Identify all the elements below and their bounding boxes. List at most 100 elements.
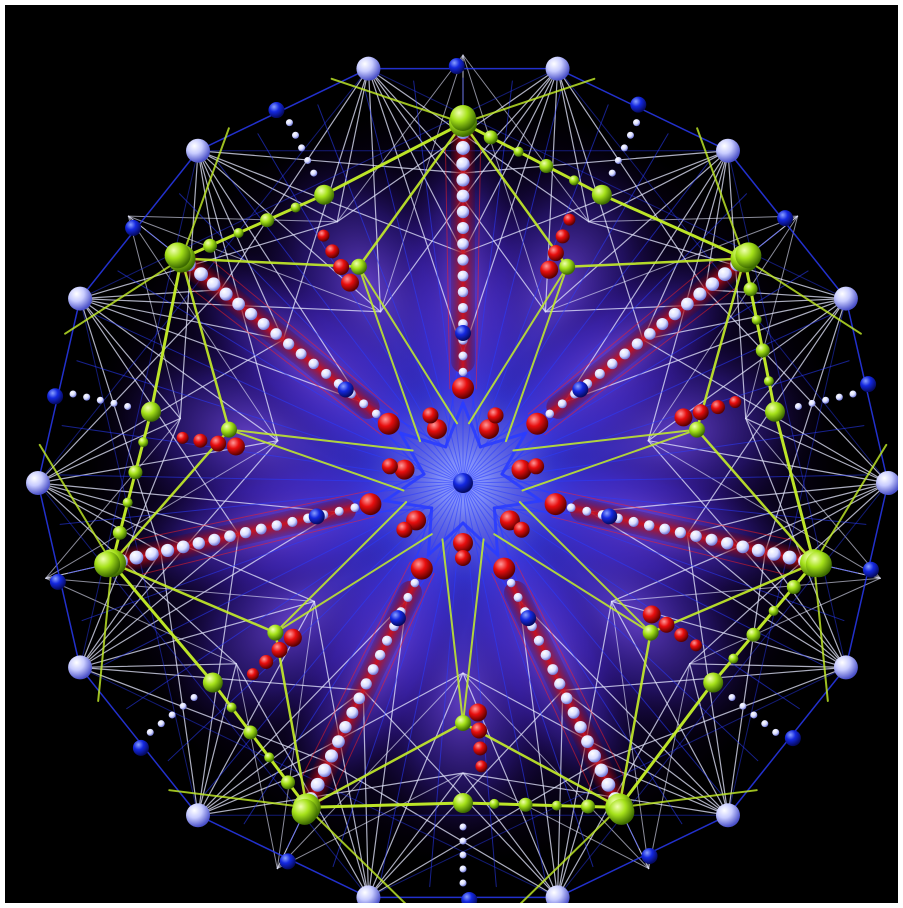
blue-chord-13: [367, 68, 847, 300]
arm-bead-2-223: [674, 526, 687, 539]
blue-spoke-3--2: [462, 482, 723, 796]
arm-bead-3-127: [513, 592, 523, 602]
white-fan-top-6-4: [127, 215, 279, 442]
red-inner-1-1: [528, 458, 545, 475]
lime-bead-2-2: [768, 605, 779, 616]
white-fan-lines-layer: [37, 54, 889, 898]
dark-blue-sphere-3: [862, 561, 879, 578]
white-fan-9-0: [79, 551, 162, 669]
lime-spoke-b-3: [441, 538, 464, 724]
lime-sphere-mid-0: [591, 184, 612, 205]
outer-sphere-11: [68, 286, 93, 311]
rim-bead-5-1: [83, 393, 91, 401]
outer-sphere-8: [186, 803, 211, 828]
red-inner-3-1: [455, 550, 471, 566]
blue-spoke-5--1: [81, 482, 464, 622]
white-fan-4-4: [596, 666, 847, 763]
outer-sphere-2: [833, 286, 858, 311]
white-fan-11-1: [79, 297, 181, 420]
white-fan-top-4-5: [276, 600, 315, 870]
lime-rimlink-a-3: [618, 789, 758, 809]
arm-bead-6-287: [232, 297, 245, 311]
white-fan-4-7: [589, 511, 847, 669]
white-fan-2-0: [704, 289, 847, 300]
outer-sphere-0: [545, 56, 570, 81]
white-fan-top-2-4: [647, 440, 881, 579]
white-fan-top-5-3: [45, 577, 237, 665]
dark-blue-sphere-10: [47, 388, 64, 405]
white-fan-top-4-4: [276, 672, 464, 870]
arm-bead-5-335: [129, 550, 144, 565]
rim-bead-2-1: [761, 720, 769, 728]
arm-bead-3-319: [594, 763, 609, 778]
arm-bead-6-191: [308, 358, 319, 370]
arm-bead-3-303: [587, 749, 602, 763]
lime-inner-b-4: [305, 721, 465, 809]
star-edge-b-4: [383, 499, 434, 510]
lime-bead-4-2: [264, 752, 275, 763]
red-petal-0-3: [563, 213, 576, 226]
arm-bead-2-175: [628, 516, 639, 527]
white-fan-top-0-5: [380, 54, 464, 313]
blue-spoke-2--2: [462, 474, 869, 484]
outer-sphere-5: [715, 803, 740, 828]
white-fan-11-7: [79, 297, 362, 403]
arm-bead-0-303: [456, 173, 470, 187]
white-fan-9-3: [79, 600, 316, 669]
blue-spoke-1-1: [462, 270, 809, 484]
white-fan-top-5-5: [45, 577, 315, 602]
lime-outer-b-3: [305, 801, 465, 809]
red-thread-l-5: [140, 516, 375, 576]
outer-sphere-7: [356, 885, 381, 903]
red-inner-6-0: [426, 418, 447, 439]
lime-sphere-inner-4: [267, 624, 284, 641]
star-edge-a-1: [500, 431, 528, 476]
white-fan-10-7: [37, 482, 337, 513]
heptagonal-star-network-artwork: [26, 54, 898, 903]
white-fan-13-3: [367, 68, 382, 313]
red-inner-0-1: [487, 407, 504, 424]
lime-rimlink-b-5: [38, 443, 114, 565]
lime-outer-b-6: [322, 121, 465, 197]
rim-bead-6-3: [304, 156, 312, 164]
blue-spoke-2--1: [462, 482, 867, 525]
lime-spoke-a-0: [467, 265, 569, 425]
arm-bead-6-127: [359, 399, 369, 409]
rim-bead-4-3: [179, 702, 187, 710]
lime-sphere-mid-5: [141, 401, 162, 422]
outer-sphere-1: [715, 138, 740, 163]
arm-bead-6-207: [295, 348, 307, 360]
lime-spoke-b-2: [493, 533, 652, 634]
arm-bead-1-335: [717, 267, 732, 282]
red-thread-r-5: [132, 490, 369, 541]
arm-bead-1-255: [656, 318, 669, 331]
arm-bead-4-255: [346, 706, 359, 719]
blue-spoke-6-2: [216, 160, 464, 484]
white-fan-2-4: [764, 297, 847, 553]
white-fan-3-1: [745, 417, 889, 484]
red-petal-4-1: [271, 641, 288, 658]
star-edge-b-3: [426, 521, 465, 557]
white-fan-6-1: [462, 772, 559, 898]
lime-outer-b-1: [773, 410, 816, 565]
lime-inner-a-3: [461, 721, 621, 809]
blue-spoke-3-1: [462, 482, 594, 868]
rim-bead-0-3: [614, 156, 622, 164]
white-fan-11-3: [79, 297, 279, 442]
arm-bead-4-239: [353, 692, 366, 705]
arm-bead-4-175: [382, 635, 393, 646]
outer-sphere-6: [545, 885, 570, 903]
blue-chord-7: [37, 482, 369, 898]
lime-sphere-inner-0: [559, 258, 576, 275]
arm-bead-2-303: [751, 543, 765, 557]
red-petal-4-3: [246, 668, 259, 681]
arm-bead-4-223: [360, 678, 372, 690]
lime-tip-sphere-4: [291, 798, 318, 825]
arm-bead-4-335: [310, 777, 325, 792]
arm-bead-2-191: [643, 520, 655, 531]
arm-bead-5-223: [239, 526, 252, 539]
rim-bead-4-4: [190, 693, 198, 701]
lime-bead-5-3: [128, 465, 143, 480]
dark-blue-sphere-2: [860, 376, 877, 393]
white-fan-top-5-2: [45, 417, 181, 579]
